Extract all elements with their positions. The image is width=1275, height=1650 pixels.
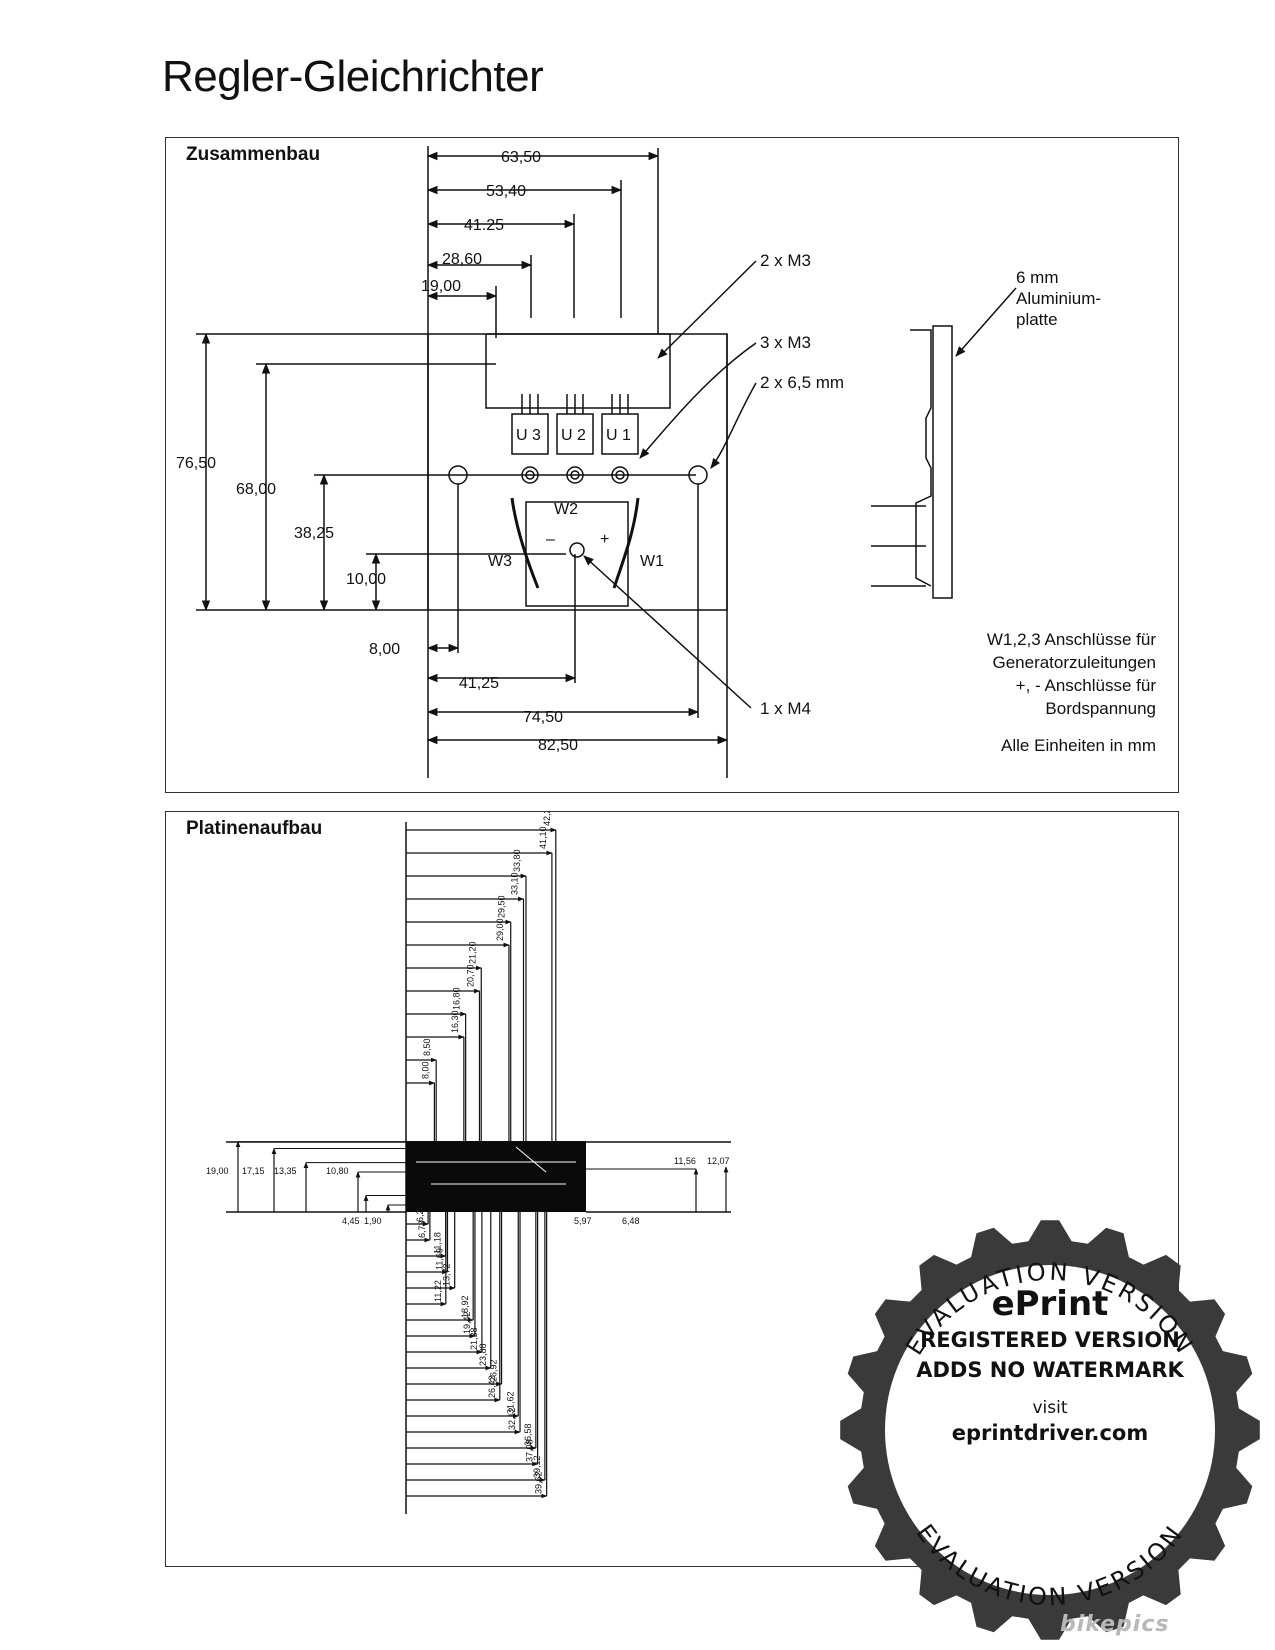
pcb-board: [406, 1141, 586, 1212]
dim-label: 33,10: [510, 872, 520, 895]
dim-label: 29,50: [497, 895, 507, 918]
terminal-w2: W2: [554, 501, 578, 518]
dim-label: 26,42: [487, 1375, 497, 1398]
unit-label-2: U 2: [561, 427, 586, 444]
dim-label: 39,12: [532, 1455, 542, 1478]
dim-label: 21,20: [467, 941, 477, 964]
unit-label-1: U 1: [606, 427, 631, 444]
dim-label: 17,15: [242, 1166, 265, 1176]
dim-label: 32,12: [507, 1407, 517, 1430]
stamp-line1: REGISTERED VERSION: [920, 1328, 1180, 1352]
unit-label-3: U 3: [516, 427, 541, 444]
terminal-minus: –: [546, 531, 555, 548]
dim-label: 33,80: [512, 849, 522, 872]
dim-bottom-2: 41,25: [459, 675, 499, 692]
note-line: Bordspannung: [1045, 699, 1156, 718]
dim-label: 8,50: [422, 1038, 432, 1056]
side-label-2: Aluminium-: [1016, 289, 1101, 308]
dim-left-3: 38,25: [294, 525, 334, 542]
dim-label: 11,56: [674, 1156, 696, 1166]
dim-label: 19,42: [462, 1311, 472, 1334]
dim-label: 20,70: [465, 964, 475, 987]
evaluation-watermark-stamp: EVALUATION VERSION EVALUATION VERSION eP…: [835, 1215, 1265, 1645]
stamp-line2: ADDS NO WATERMARK: [916, 1358, 1184, 1382]
callout-1xm4: 1 x M4: [760, 699, 811, 718]
dim-top-2: 53,40: [486, 183, 526, 200]
dim-label: 41,10: [538, 826, 548, 849]
callout-3xm3: 3 x M3: [760, 333, 811, 352]
units-note: Alle Einheiten in mm: [1001, 736, 1156, 755]
terminal-w3: W3: [488, 553, 512, 570]
callout-2xm3: 2 x M3: [760, 251, 811, 270]
dim-label: 19,00: [206, 1166, 229, 1176]
dim-label: 5,97: [574, 1216, 592, 1226]
assembly-panel: Zusammenbau: [165, 137, 1179, 793]
dim-label: 16,30: [450, 1010, 460, 1033]
dim-top-3: 41.25: [464, 217, 504, 234]
dim-label: 42,20: [542, 812, 552, 826]
dim-label: 31,62: [505, 1391, 515, 1414]
note-line: W1,2,3 Anschlüsse für: [986, 630, 1156, 649]
dim-label: 1,90: [364, 1216, 382, 1226]
dim-label: 11,18: [433, 1232, 443, 1254]
dim-label: 11,69: [434, 1248, 444, 1270]
pcb-left-dims: 19,00 17,15 13,35 10,80 4,45 1,90: [206, 1141, 406, 1226]
dim-top-4: 28,60: [442, 251, 482, 268]
dim-label: 37,08: [525, 1439, 535, 1462]
dim-label: 10,80: [326, 1166, 349, 1176]
dim-label: 16,80: [452, 987, 462, 1010]
dim-label: 23,88: [478, 1343, 488, 1366]
pcb-title: Platinenaufbau: [186, 818, 323, 839]
dim-bottom-4: 82,50: [538, 737, 578, 754]
dim-label: 18,92: [460, 1295, 470, 1318]
stamp-brand: ePrint: [992, 1284, 1109, 1324]
dim-left-2: 68,00: [236, 481, 276, 498]
dim-left-4: 10,00: [346, 571, 386, 588]
callout-2x65: 2 x 6,5 mm: [760, 373, 844, 392]
dim-label: 6,22: [415, 1204, 425, 1222]
side-label-1: 6 mm: [1016, 268, 1059, 287]
dim-label: 8,00: [420, 1061, 430, 1079]
dim-label: 13,35: [274, 1166, 297, 1176]
stamp-visit: visit: [1032, 1398, 1067, 1418]
dim-label: 6,48: [622, 1216, 640, 1226]
bikepics-logo: bikepics: [1060, 1612, 1170, 1637]
dim-top-5: 19,00: [421, 278, 461, 295]
dim-label: 13,72: [442, 1263, 452, 1286]
dim-label: 11,22: [433, 1280, 443, 1302]
note-line: +, - Anschlüsse für: [1015, 676, 1156, 695]
page-title: Regler-Gleichrichter: [162, 52, 544, 101]
terminal-w1: W1: [640, 553, 664, 570]
dim-label: 4,45: [342, 1216, 360, 1226]
dim-top-1: 63,50: [501, 149, 541, 166]
dim-label: 12,07: [707, 1156, 730, 1166]
dim-label: 21,38: [469, 1327, 479, 1350]
dim-left-1: 76,50: [176, 455, 216, 472]
stamp-url: eprintdriver.com: [952, 1421, 1148, 1445]
pcb-right-dims: 11,56 12,07 5,97 6,48: [574, 1156, 730, 1226]
dim-label: 6,73: [417, 1220, 427, 1238]
dim-label: 26,92: [489, 1359, 499, 1382]
assembly-notes: W1,2,3 Anschlüsse für Generatorzuleitung…: [896, 628, 1156, 757]
side-label-3: platte: [1016, 310, 1058, 329]
dim-label: 29,00: [495, 918, 505, 941]
dim-label: 39,62: [534, 1471, 544, 1494]
dim-bottom-3: 74,50: [523, 709, 563, 726]
terminal-plus: +: [600, 531, 609, 548]
note-line: Generatorzuleitungen: [992, 653, 1156, 672]
assembly-title: Zusammenbau: [186, 144, 321, 165]
dim-label: 36,58: [523, 1423, 533, 1446]
assembly-drawing: 63,50 53,40 41.25 28,60 19,00 76,50 68,0…: [176, 146, 1101, 778]
dim-bottom-1: 8,00: [369, 641, 400, 658]
